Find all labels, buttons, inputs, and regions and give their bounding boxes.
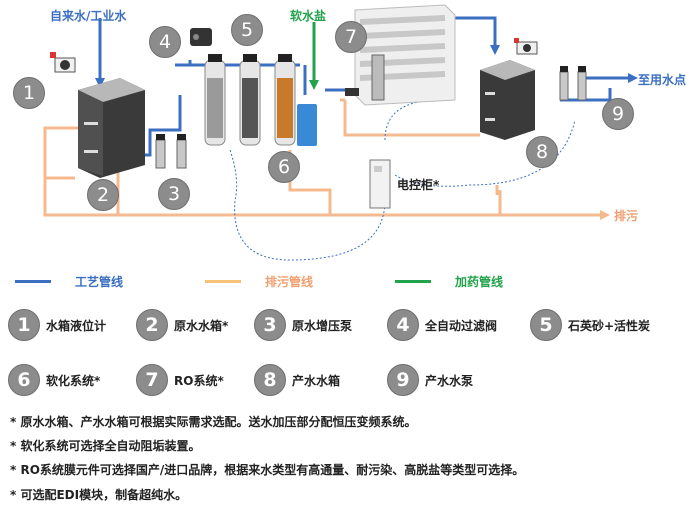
key-item-6: 6 软化系统* [8, 364, 100, 396]
raw-water-tank-icon [78, 78, 145, 178]
key-number: 9 [387, 364, 419, 396]
note-1: * 原水水箱、产水水箱可根据实际需求选配。送水加压部分配恒压变频系统。 [10, 415, 417, 429]
process-diagram [43, 4, 638, 261]
diagram-number-3: 3 [158, 178, 190, 210]
product-pumps-icon [559, 66, 587, 101]
diagram-number-1: 1 [13, 77, 45, 109]
key-item-8: 8 产水水箱 [254, 364, 340, 396]
key-label: 软化系统* [46, 373, 101, 388]
key-label: 原水增压泵 [292, 318, 353, 333]
key-number: 4 [387, 309, 419, 341]
control-cabinet-icon [369, 159, 391, 209]
key-item-1: 1 水箱液位计 [8, 309, 106, 341]
legend-item-drain: 排污管线 [205, 273, 313, 290]
control-cabinet-label: 电控柜* [397, 178, 440, 192]
filter-valve-icon [190, 28, 212, 46]
key-label: 产水水泵 [425, 373, 474, 388]
key-number: 8 [254, 364, 286, 396]
dosing-arrow [309, 80, 319, 90]
to-use-point-label: 至用水点 [638, 73, 687, 87]
filter-tanks-icon [204, 54, 261, 146]
key-number: 1 [8, 309, 40, 341]
diagram-number-6: 6 [268, 151, 300, 183]
softener-icon [274, 54, 317, 146]
booster-pumps-icon [155, 134, 187, 169]
key-item-7: 7 RO系统* [136, 364, 224, 396]
ro-system-icon [345, 4, 456, 106]
to-use-point-arrow [628, 73, 638, 83]
diagram-number-4: 4 [149, 26, 181, 58]
legend-swatch [395, 280, 431, 283]
level-gauge-icon [50, 52, 76, 73]
note-2: * 软化系统可选择全自动阻垢装置。 [10, 439, 201, 453]
diagram-number-2: 2 [87, 179, 119, 211]
cabinet-arrow [490, 45, 500, 55]
product-tank-icon [480, 38, 538, 140]
key-number: 2 [136, 309, 168, 341]
key-item-5: 5 石英砂+活性炭 [530, 309, 650, 341]
soft-salt-label: 软水盐 [290, 9, 327, 23]
diagram-number-9: 9 [602, 98, 634, 130]
note-3: * RO系统膜元件可选择国产/进口品牌，根据来水类型有高通量、耐污染、高脱盐等类… [10, 463, 525, 477]
key-label: 全自动过滤阀 [425, 318, 498, 333]
key-label: 产水水箱 [292, 373, 341, 388]
drain-arrow [600, 210, 610, 220]
note-4: * 可选配EDI模块，制备超纯水。 [10, 488, 188, 502]
legend-swatch [205, 280, 241, 283]
key-label: 石英砂+活性炭 [568, 318, 651, 333]
tap-water-label: 自来水/工业水 [50, 9, 127, 23]
drain-label: 排污 [614, 209, 639, 223]
legend-item-process: 工艺管线 [15, 273, 123, 290]
key-label: 水箱液位计 [46, 318, 107, 333]
key-number: 5 [530, 309, 562, 341]
key-label: 原水水箱* [174, 318, 229, 333]
key-number: 3 [254, 309, 286, 341]
control-wires [229, 99, 576, 261]
tap-water-arrow [95, 78, 105, 88]
key-number: 6 [8, 364, 40, 396]
legend-label: 排污管线 [265, 275, 314, 289]
key-item-4: 4 全自动过滤阀 [387, 309, 497, 341]
legend-label: 加药管线 [455, 275, 504, 289]
diagram-number-5: 5 [231, 14, 263, 46]
key-item-9: 9 产水水泵 [387, 364, 473, 396]
key-number: 7 [136, 364, 168, 396]
key-item-2: 2 原水水箱* [136, 309, 228, 341]
diagram-number-7: 7 [335, 21, 367, 53]
diagram-number-8: 8 [526, 136, 558, 168]
key-item-3: 3 原水增压泵 [254, 309, 352, 341]
legend-item-dosing: 加药管线 [395, 273, 503, 290]
legend-swatch [15, 280, 51, 283]
legend-label: 工艺管线 [75, 275, 124, 289]
key-label: RO系统* [174, 373, 224, 388]
